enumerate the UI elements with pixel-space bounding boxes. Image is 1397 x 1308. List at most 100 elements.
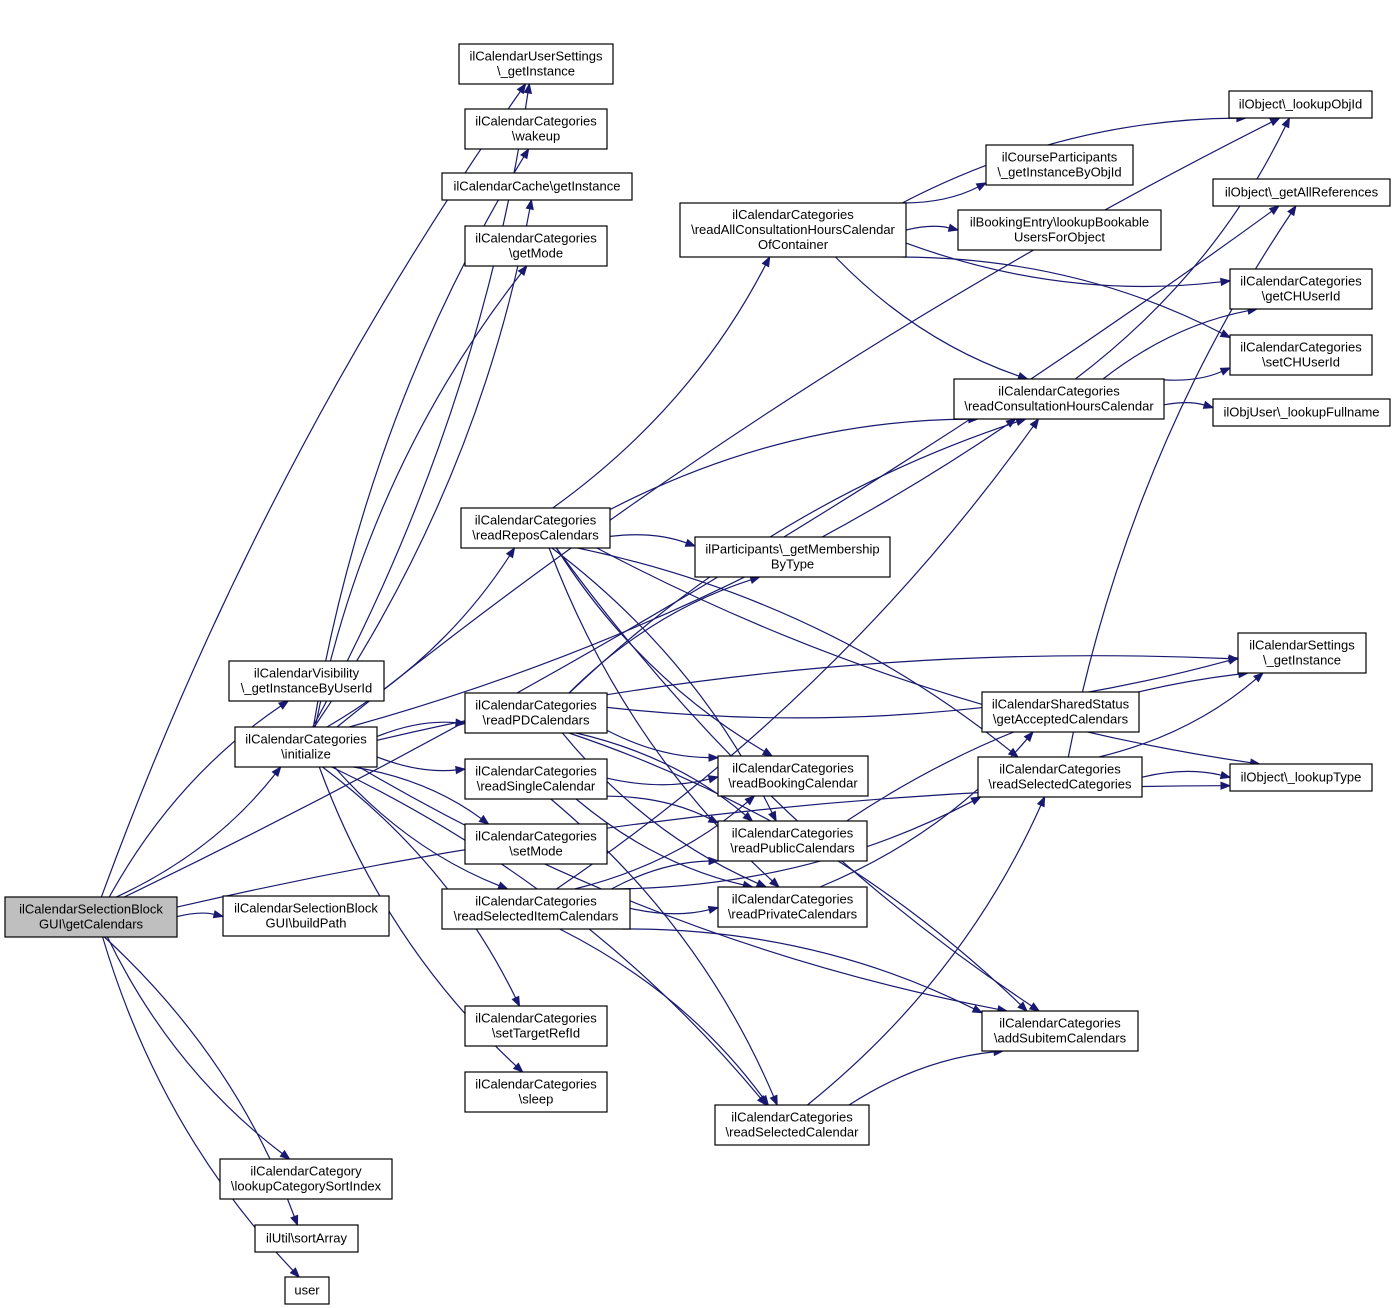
node-box (717, 886, 868, 928)
node-label: \sleep (519, 1092, 554, 1107)
node-label: ilObject\_lookupType (1241, 770, 1362, 785)
node-user-settings[interactable]: ilCalendarUserSettings\_getInstance (458, 43, 614, 85)
node-set-chuser-id[interactable]: ilCalendarCategories\setCHUserId (1229, 334, 1373, 376)
node-read-pd[interactable]: ilCalendarCategories\readPDCalendars (464, 692, 608, 734)
node-box (234, 726, 378, 768)
node-label: ilObjUser\_lookupFullname (1223, 405, 1379, 420)
node-course-parts[interactable]: ilCourseParticipants\_getInstanceByObjId (985, 144, 1134, 186)
node-read-sel-cal[interactable]: ilCalendarCategories\readSelectedCalenda… (714, 1104, 870, 1146)
node-label: ilCalendarSettings (1249, 638, 1355, 653)
node-label: ilCalendarCategories (475, 764, 597, 779)
arrowhead-read-sel-item-to-read-private (707, 905, 720, 914)
edge-read-single-to-read-public (606, 795, 711, 820)
node-label: GUI\getCalendars (39, 917, 144, 932)
edge-read-repos-to-lookup-type (596, 547, 1251, 764)
node-lookup-fullname[interactable]: ilObjUser\_lookupFullname (1212, 398, 1391, 427)
arrowhead-read-private-to-shared-status (1023, 730, 1034, 742)
node-label: ilCalendarCategories (999, 1016, 1121, 1031)
node-read-ch[interactable]: ilCalendarCategories\readConsultationHou… (953, 378, 1165, 420)
arrowhead-read-single-to-read-sel-cal (769, 1094, 778, 1107)
node-label: ilCalendarCategories (731, 1110, 853, 1125)
node-box (694, 536, 891, 578)
node-box (717, 820, 868, 862)
edge-read-sel-item-to-read-sel-cats (615, 800, 973, 890)
node-box (1212, 178, 1391, 207)
node-label: OfContainer (758, 237, 829, 252)
node-get-mode[interactable]: ilCalendarCategories\getMode (464, 225, 608, 267)
node-label: \readAllConsultationHoursCalendar (691, 222, 895, 237)
node-visibility[interactable]: ilCalendarVisibility\_getInstanceByUserI… (228, 660, 385, 702)
node-read-repos[interactable]: ilCalendarCategories\readReposCalendars (460, 507, 611, 549)
node-cal-settings[interactable]: ilCalendarSettings\_getInstance (1237, 632, 1367, 674)
arrowhead-read-pd-to-cal-settings (1227, 656, 1240, 665)
node-lookup-type[interactable]: ilObject\_lookupType (1229, 763, 1373, 792)
node-label: \readSelectedItemCalendars (454, 909, 619, 924)
node-label: ilCalendarCategory (250, 1164, 362, 1179)
arrowhead-read-ch-to-lookup-obj-id (1281, 116, 1290, 129)
edge-read-ch-to-lookup-fullname (1163, 402, 1205, 406)
node-get-all-refs[interactable]: ilObject\_getAllReferences (1212, 178, 1391, 207)
edge-initialize-to-get-mode (314, 272, 522, 728)
node-lookup-obj-id[interactable]: ilObject\_lookupObjId (1228, 90, 1373, 119)
node-wakeup[interactable]: ilCalendarCategories\wakeup (464, 108, 608, 150)
edge-read-pd-to-read-public (575, 732, 746, 816)
arrowhead-read-sel-item-to-read-booking (744, 795, 756, 806)
node-box (679, 202, 907, 258)
node-box (464, 225, 608, 267)
node-initialize[interactable]: ilCalendarCategories\initialize (234, 726, 378, 768)
node-shared-status[interactable]: ilCalendarSharedStatus\getAcceptedCalend… (981, 691, 1140, 733)
node-label: ilObject\_getAllReferences (1225, 185, 1379, 200)
edge-read-repos-to-membership (609, 534, 687, 544)
node-box (1229, 268, 1373, 310)
node-set-mode[interactable]: ilCalendarCategories\setMode (464, 823, 608, 865)
node-user[interactable]: user (284, 1276, 330, 1305)
node-label: user (294, 1283, 320, 1298)
node-read-public[interactable]: ilCalendarCategories\readPublicCalendars (717, 820, 868, 862)
node-label: ByType (771, 557, 814, 572)
edge-read-pd-to-read-ch (568, 421, 1018, 694)
node-label: \readPublicCalendars (730, 841, 855, 856)
edge-read-single-to-read-booking (606, 777, 710, 786)
node-box (981, 691, 1140, 733)
edge-initialize-to-read-sel-item (333, 766, 500, 887)
arrowhead-read-pd-to-read-private (755, 879, 768, 888)
node-label: ilCalendarCategories (475, 513, 597, 528)
node-box (441, 888, 631, 930)
node-box (953, 378, 1165, 420)
node-booking-entry[interactable]: ilBookingEntry\lookupBookableUsersForObj… (957, 209, 1162, 251)
arrowhead-initialize-to-cache-get (525, 198, 534, 211)
node-label: ilCalendarCategories (475, 698, 597, 713)
arrowhead-read-sel-item-to-read-sel-cal (759, 1094, 770, 1107)
arrowhead-initialize-to-lookup-obj-id (1269, 117, 1281, 127)
edge-read-ch-to-lookup-obj-id (1075, 125, 1287, 380)
node-read-all-ch[interactable]: ilCalendarCategories\readAllConsultation… (679, 202, 907, 258)
node-cache-get[interactable]: ilCalendarCache\getInstance (441, 172, 633, 201)
node-set-target-ref-id[interactable]: ilCalendarCategories\setTargetRefId (464, 1005, 608, 1047)
arrowhead-get-calendars-to-sort-array (290, 1214, 299, 1227)
node-read-sel-cats[interactable]: ilCalendarCategories\readSelectedCategor… (977, 756, 1143, 798)
arrowhead-initialize-to-wakeup (520, 147, 530, 160)
edge-initialize-to-set-target-ref-id (322, 766, 517, 999)
node-label: ilCalendarCategories (475, 894, 597, 909)
node-add-subitem[interactable]: ilCalendarCategories\addSubitemCalendars (981, 1010, 1139, 1052)
node-label: \readReposCalendars (472, 528, 599, 543)
arrowhead-read-repos-to-read-all-ch (761, 255, 771, 268)
node-sleep[interactable]: ilCalendarCategories\sleep (464, 1071, 608, 1113)
node-label: ilUtil\sortArray (266, 1231, 347, 1246)
edge-get-calendars-to-get-all-refs (124, 210, 1273, 898)
node-read-booking[interactable]: ilCalendarCategories\readBookingCalendar (717, 755, 869, 797)
node-cat-sort-index[interactable]: ilCalendarCategory\lookupCategorySortInd… (219, 1158, 393, 1200)
node-get-chuser-id[interactable]: ilCalendarCategories\getCHUserId (1229, 268, 1373, 310)
edge-get-calendars-to-user-settings (100, 91, 521, 898)
node-read-private[interactable]: ilCalendarCategories\readPrivateCalendar… (717, 886, 868, 928)
node-sort-array[interactable]: ilUtil\sortArray (254, 1224, 359, 1253)
arrowhead-read-all-ch-to-booking-entry (947, 223, 960, 232)
node-read-single[interactable]: ilCalendarCategories\readSingleCalendar (464, 758, 608, 800)
arrowhead-get-calendars-to-cat-sort-index (279, 1149, 291, 1160)
node-box (4, 896, 178, 938)
node-read-sel-item[interactable]: ilCalendarCategories\readSelectedItemCal… (441, 888, 631, 930)
